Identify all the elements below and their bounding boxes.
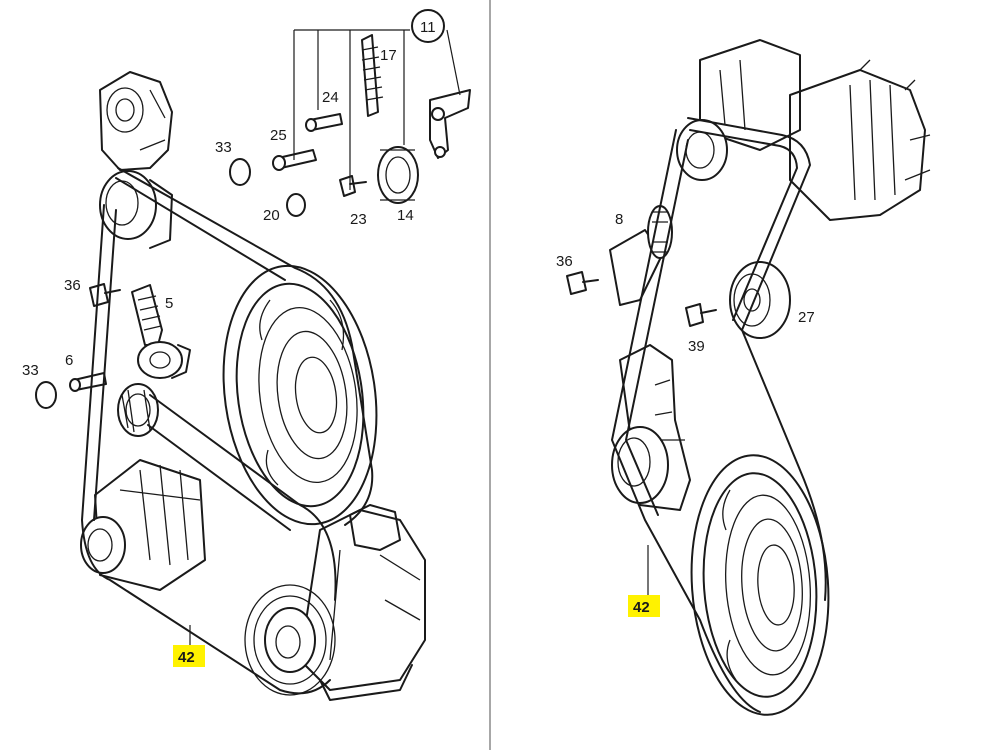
label-23: 23 — [350, 211, 367, 228]
label-6: 6 — [65, 352, 73, 369]
part-36-bolt-right — [566, 271, 599, 295]
drive-belt-left — [81, 167, 374, 695]
alternator-top — [676, 39, 931, 221]
label-17: 17 — [380, 47, 397, 64]
highlight-42-right — [628, 595, 660, 617]
label-42-left: 42 — [178, 649, 195, 666]
right-engine-view: 8 36 27 39 42 — [556, 39, 931, 716]
highlight-42-left — [173, 645, 205, 667]
label-36-right: 36 — [556, 253, 573, 270]
part-11-lever — [429, 89, 471, 159]
tensioner-right — [611, 344, 691, 511]
callout-circle-11 — [411, 9, 445, 43]
label-33-lower: 33 — [22, 362, 39, 379]
label-20: 20 — [263, 207, 280, 224]
label-5: 5 — [165, 295, 173, 312]
idler-pulley — [117, 383, 159, 437]
upper-bracket — [99, 71, 173, 171]
part-36-bolt-left — [89, 283, 121, 307]
left-engine-view: 11 17 24 25 33 20 23 14 36 5 33 6 42 — [22, 9, 471, 701]
alternator-lower — [80, 459, 206, 591]
part-24-pin — [305, 113, 343, 132]
label-11: 11 — [420, 19, 436, 36]
ac-compressor — [244, 504, 426, 701]
part-17-spring — [361, 34, 384, 117]
part-25-bolt — [272, 149, 317, 171]
part-6-pin — [69, 372, 107, 392]
part-39-bolt — [685, 303, 717, 327]
crankshaft-pulley-right — [690, 454, 830, 716]
part-20-circlip — [286, 193, 306, 217]
label-8: 8 — [615, 211, 623, 228]
label-24: 24 — [322, 89, 339, 106]
part-33-circlip-upper — [229, 158, 251, 186]
label-42-right: 42 — [633, 599, 650, 616]
label-36-left: 36 — [64, 277, 81, 294]
label-14: 14 — [397, 207, 414, 224]
label-25: 25 — [270, 127, 287, 144]
label-27: 27 — [798, 309, 815, 326]
tensioner-pulley — [99, 170, 173, 249]
part-23-bolt — [339, 175, 367, 197]
part-14-roller — [377, 146, 419, 204]
part-33-circlip-lower — [35, 381, 57, 409]
drive-belt-right — [611, 117, 827, 713]
part-27-idler — [729, 261, 791, 339]
left-leader-lines — [189, 29, 461, 645]
tensioner-arm — [131, 284, 191, 379]
crankshaft-pulley — [222, 264, 378, 526]
label-33-upper: 33 — [215, 139, 232, 156]
label-39: 39 — [688, 338, 705, 355]
